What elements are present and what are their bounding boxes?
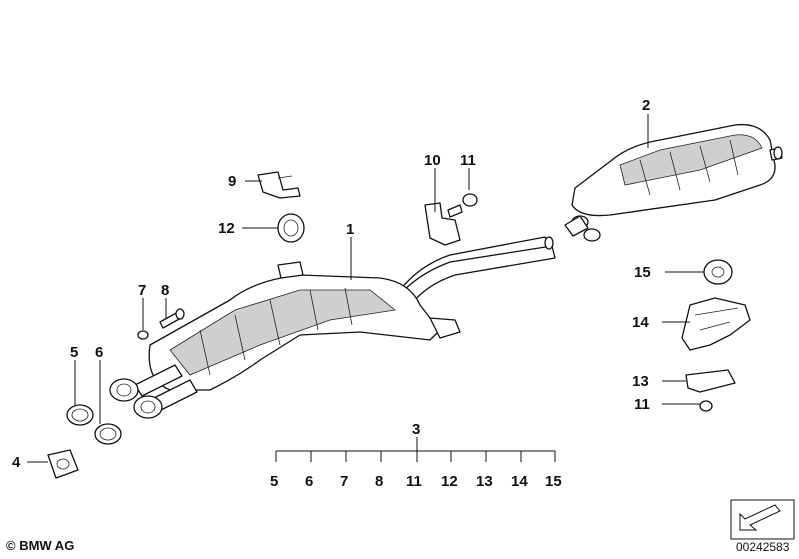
holder: [681, 297, 751, 351]
callout-15: 15: [634, 264, 651, 281]
rear-silencer: [564, 123, 783, 242]
bracket: [424, 193, 478, 246]
rear-rubber-mount: [703, 259, 733, 285]
callout-5: 5: [70, 344, 78, 361]
callout-10: 10: [424, 152, 441, 169]
kit-items-row: 5 6 7 8 11 12 13 14 15: [270, 473, 562, 490]
kit-item: 12: [441, 473, 458, 490]
callout-9: 9: [228, 173, 236, 190]
pipe-flanges: [109, 378, 163, 419]
front-silencer: [148, 261, 461, 391]
rear-bracket: [685, 369, 736, 393]
callout-13: 13: [632, 373, 649, 390]
callout-8: 8: [161, 282, 169, 299]
kit-item: 5: [270, 473, 278, 490]
document-number: 00242583: [736, 540, 790, 554]
kit-item: 6: [305, 473, 313, 490]
flange-gasket: [47, 449, 79, 479]
sealing-rings: [66, 404, 122, 445]
kit-item: 14: [511, 473, 528, 490]
callout-1: 1: [346, 221, 354, 238]
callout-14: 14: [632, 314, 649, 331]
copyright-label: © BMW AG: [6, 538, 75, 553]
callout-11-top: 11: [460, 152, 476, 169]
rubber-mount: [277, 213, 305, 243]
callouts: 2 1 9 12 10 11 7 8 5 6 4 15 14 13 11 3: [12, 97, 651, 471]
callout-4: 4: [12, 454, 21, 471]
clamp: [257, 171, 301, 199]
callout-2: 2: [642, 97, 650, 114]
callout-7: 7: [138, 282, 146, 299]
kit-item: 7: [340, 473, 348, 490]
callout-11-rear: 11: [634, 396, 650, 413]
connecting-pipes: [394, 236, 556, 309]
kit-item: 13: [476, 473, 493, 490]
kit-item: 15: [545, 473, 562, 490]
callout-12: 12: [218, 220, 235, 237]
rear-nut: [699, 400, 713, 412]
leader-lines: [27, 114, 704, 463]
callout-3: 3: [412, 421, 420, 438]
callout-6: 6: [95, 344, 103, 361]
kit-item: 8: [375, 473, 383, 490]
orientation-box: [730, 499, 795, 540]
direction-arrow-icon: [739, 504, 781, 531]
kit-item: 11: [406, 473, 422, 490]
nut-and-bolt: [137, 308, 185, 340]
